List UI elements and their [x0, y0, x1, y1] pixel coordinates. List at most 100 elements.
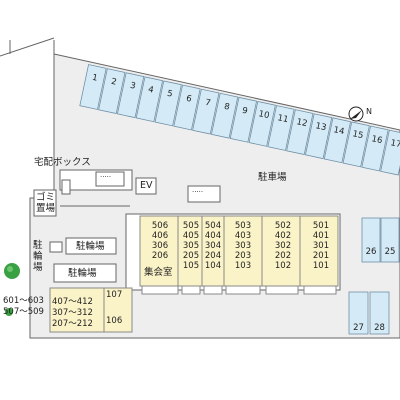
unit-column-504: 504 404 304 204 104 — [202, 221, 224, 271]
garbage-label: ゴミ置場 — [36, 192, 56, 214]
unit-506: 506 — [151, 221, 169, 231]
parking-stall-25-label: 25 — [384, 247, 396, 258]
north-label: N — [366, 107, 372, 116]
parking-stall-12 — [286, 109, 314, 155]
unit-column-505: 505 405 305 205 105 — [180, 221, 202, 271]
parking-stall-26 — [361, 217, 381, 263]
unit-201: 201 — [312, 251, 330, 261]
south-wing — [49, 287, 133, 333]
unit-306: 306 — [151, 241, 169, 251]
unit-303: 303 — [234, 241, 252, 251]
unit-column-502: 502 402 302 202 102 — [268, 221, 298, 271]
parking-stall-17 — [380, 129, 400, 176]
parking-row-right — [361, 217, 400, 263]
unit-503: 503 — [234, 221, 252, 231]
unit-102: 102 — [274, 261, 292, 271]
unit-403: 403 — [234, 231, 252, 241]
meter-dots-2: ····· — [192, 188, 204, 196]
parking-stall-15 — [342, 121, 370, 168]
unit-103: 103 — [234, 261, 252, 271]
garbage-shed — [33, 189, 57, 217]
unit-104: 104 — [204, 261, 222, 271]
unit-402: 402 — [274, 231, 292, 241]
range-407-412: 407～412 — [52, 297, 93, 307]
meter-box-2 — [187, 185, 221, 203]
unit-405: 405 — [182, 231, 200, 241]
parking-row-bottom — [348, 291, 390, 335]
range-307-312: 307～312 — [52, 308, 93, 318]
parking-stall-9 — [229, 96, 258, 143]
parking-stall-7 — [192, 88, 220, 135]
parking-stall-25 — [380, 217, 400, 263]
parking-stall-16 — [361, 125, 389, 172]
parking-stall-28-label: 28 — [374, 322, 385, 333]
unit-column-503: 503 403 303 203 103 — [228, 221, 258, 271]
parking-stall-8 — [210, 92, 239, 139]
road-edge — [0, 37, 55, 57]
bicycle-parking-vertical-label: 駐輪場 — [33, 240, 43, 273]
range-601-603: 601～603 — [3, 296, 44, 306]
unit-204: 204 — [204, 251, 222, 261]
unit-302: 302 — [274, 241, 292, 251]
north-arrow-icon — [348, 106, 364, 122]
meeting-room-label: 集会室 — [144, 267, 173, 278]
balcony-3 — [203, 285, 223, 295]
parking-stall-28 — [369, 291, 390, 335]
parking-stall-27 — [348, 291, 369, 335]
bicycle-parking-label-1: 駐輪場 — [76, 241, 105, 252]
balcony-1 — [141, 285, 179, 295]
balcony-6 — [303, 285, 337, 295]
unit-203: 203 — [234, 251, 252, 261]
unit-202: 202 — [274, 251, 292, 261]
elevator-label: EV — [140, 180, 153, 191]
unit-101: 101 — [312, 261, 330, 271]
unit-301: 301 — [312, 241, 330, 251]
parking-stall-26-label: 26 — [365, 247, 377, 258]
parking-stall-14 — [323, 117, 352, 164]
elevator-box — [135, 177, 157, 195]
unit-dividers — [177, 216, 301, 286]
range-507-509: 507～509 — [3, 307, 44, 317]
unit-404: 404 — [204, 231, 222, 241]
meter-box-1 — [95, 171, 125, 187]
building-unit-block — [139, 215, 339, 287]
bicycle-parking-label-2: 駐輪場 — [68, 268, 97, 279]
car-parking-label: 駐車場 — [258, 172, 287, 183]
unit-106: 106 — [106, 316, 123, 326]
unit-505: 505 — [182, 221, 200, 231]
unit-205: 205 — [182, 251, 200, 261]
unit-501: 501 — [312, 221, 330, 231]
unit-305: 305 — [182, 241, 200, 251]
unit-406: 406 — [151, 231, 169, 241]
parking-stall-3 — [116, 72, 145, 119]
bicycle-shed-2 — [53, 263, 117, 283]
parking-stall-11 — [267, 105, 295, 151]
tree-icon-small — [5, 308, 13, 316]
unit-401: 401 — [312, 231, 330, 241]
balcony-2 — [181, 285, 201, 295]
tree-icon-highlight — [7, 266, 13, 272]
parking-stall-27-label: 27 — [353, 322, 364, 333]
unit-206: 206 — [151, 251, 169, 261]
unit-304: 304 — [204, 241, 222, 251]
bicycle-shed-1 — [65, 237, 117, 255]
balcony-4 — [225, 285, 261, 295]
unit-502: 502 — [274, 221, 292, 231]
parking-stall-13 — [304, 113, 333, 160]
parking-row-top — [79, 64, 400, 176]
parking-stall-1 — [79, 64, 107, 110]
range-207-212: 207～212 — [52, 319, 93, 329]
parking-stall-2 — [98, 68, 126, 114]
unit-105: 105 — [182, 261, 200, 271]
delivery-box-label: 宅配ボックス — [34, 157, 91, 168]
parking-stall-6 — [173, 84, 201, 131]
small-box — [49, 241, 63, 253]
parking-stall-5 — [154, 80, 182, 127]
unit-column-506: 506 406 306 206 — [146, 221, 174, 261]
delivery-box-unit — [61, 179, 71, 195]
balcony-5 — [265, 285, 299, 295]
parking-stall-4 — [135, 76, 164, 123]
unit-column-501: 501 401 301 201 101 — [306, 221, 336, 271]
meter-dots-1: ····· — [100, 173, 112, 181]
